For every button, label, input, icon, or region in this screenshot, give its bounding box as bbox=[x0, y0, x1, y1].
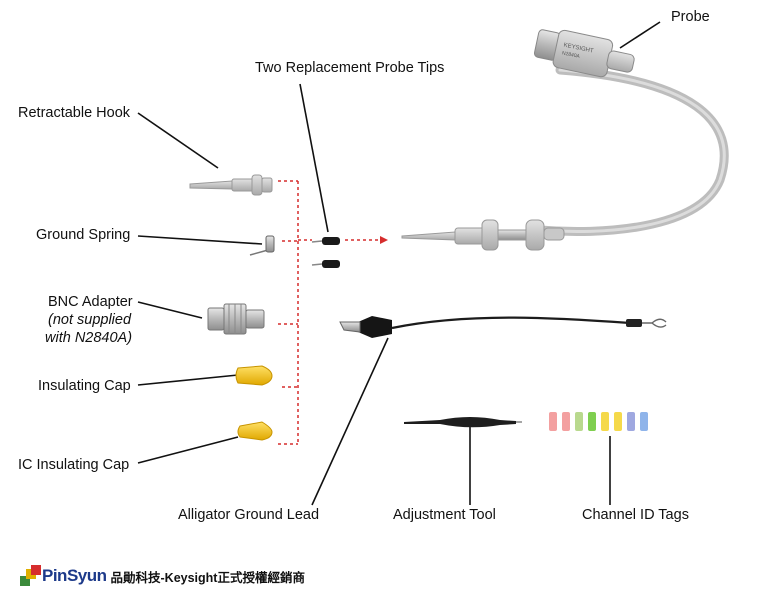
leader-probe bbox=[619, 21, 661, 49]
channel-id-tag bbox=[575, 412, 583, 431]
insulating-cap-image bbox=[235, 365, 273, 386]
brand-footer: PinSyun 品勛科技-Keysight正式授權經銷商 bbox=[20, 563, 305, 589]
brand-tagline: 品勛科技-Keysight正式授權經銷商 bbox=[110, 570, 305, 585]
label-probe-tips: Two Replacement Probe Tips bbox=[255, 60, 445, 76]
channel-id-tag bbox=[601, 412, 609, 431]
leader-ic-insulating-cap bbox=[137, 436, 239, 464]
channel-id-tag bbox=[549, 412, 557, 431]
leader-alligator-lead bbox=[311, 337, 389, 506]
label-probe: Probe bbox=[671, 9, 710, 25]
channel-id-tag bbox=[614, 412, 622, 431]
label-ground-spring: Ground Spring bbox=[36, 227, 131, 243]
leader-probe-tips bbox=[299, 83, 329, 233]
leader-lines bbox=[137, 21, 661, 506]
channel-id-tag bbox=[562, 412, 570, 431]
leader-retractable-hook bbox=[137, 112, 219, 169]
label-bnc-note-2: with N2840A) bbox=[45, 330, 133, 346]
channel-id-tag bbox=[588, 412, 596, 431]
adjustment-tool-image bbox=[404, 417, 522, 428]
label-bnc-adapter: BNC Adapter bbox=[48, 294, 133, 310]
alligator-lead-image bbox=[339, 316, 667, 338]
brand-logo-text: PinSyun bbox=[42, 566, 107, 585]
brand-logo-icon bbox=[20, 565, 41, 586]
svg-text:N2840A: N2840A bbox=[561, 50, 581, 60]
leader-ground-spring bbox=[137, 235, 263, 245]
bnc-adapter-image bbox=[207, 303, 265, 335]
label-ic-insulating-cap: IC Insulating Cap bbox=[18, 457, 130, 473]
label-insulating-cap: Insulating Cap bbox=[38, 378, 131, 394]
channel-id-tag bbox=[627, 412, 635, 431]
channel-id-tags-image bbox=[549, 412, 648, 431]
ground-spring-image bbox=[249, 235, 275, 256]
channel-id-tag bbox=[640, 412, 648, 431]
label-alligator-lead: Alligator Ground Lead bbox=[178, 507, 320, 523]
label-adjustment-tool: Adjustment Tool bbox=[393, 507, 496, 523]
connector-arrow-icon bbox=[380, 236, 388, 244]
leader-bnc-adapter bbox=[137, 301, 203, 319]
ic-insulating-cap-image bbox=[237, 421, 273, 441]
label-retractable-hook: Retractable Hook bbox=[18, 105, 131, 121]
dashed-connector bbox=[278, 180, 380, 445]
retractable-hook-image bbox=[189, 174, 273, 196]
label-bnc-note-1: (not supplied bbox=[48, 312, 132, 328]
label-channel-id-tags: Channel ID Tags bbox=[582, 507, 689, 523]
probe-tips-image bbox=[311, 237, 340, 268]
probe-image: KEYSIGHT N2840A bbox=[401, 29, 729, 251]
leader-insulating-cap bbox=[137, 374, 239, 386]
